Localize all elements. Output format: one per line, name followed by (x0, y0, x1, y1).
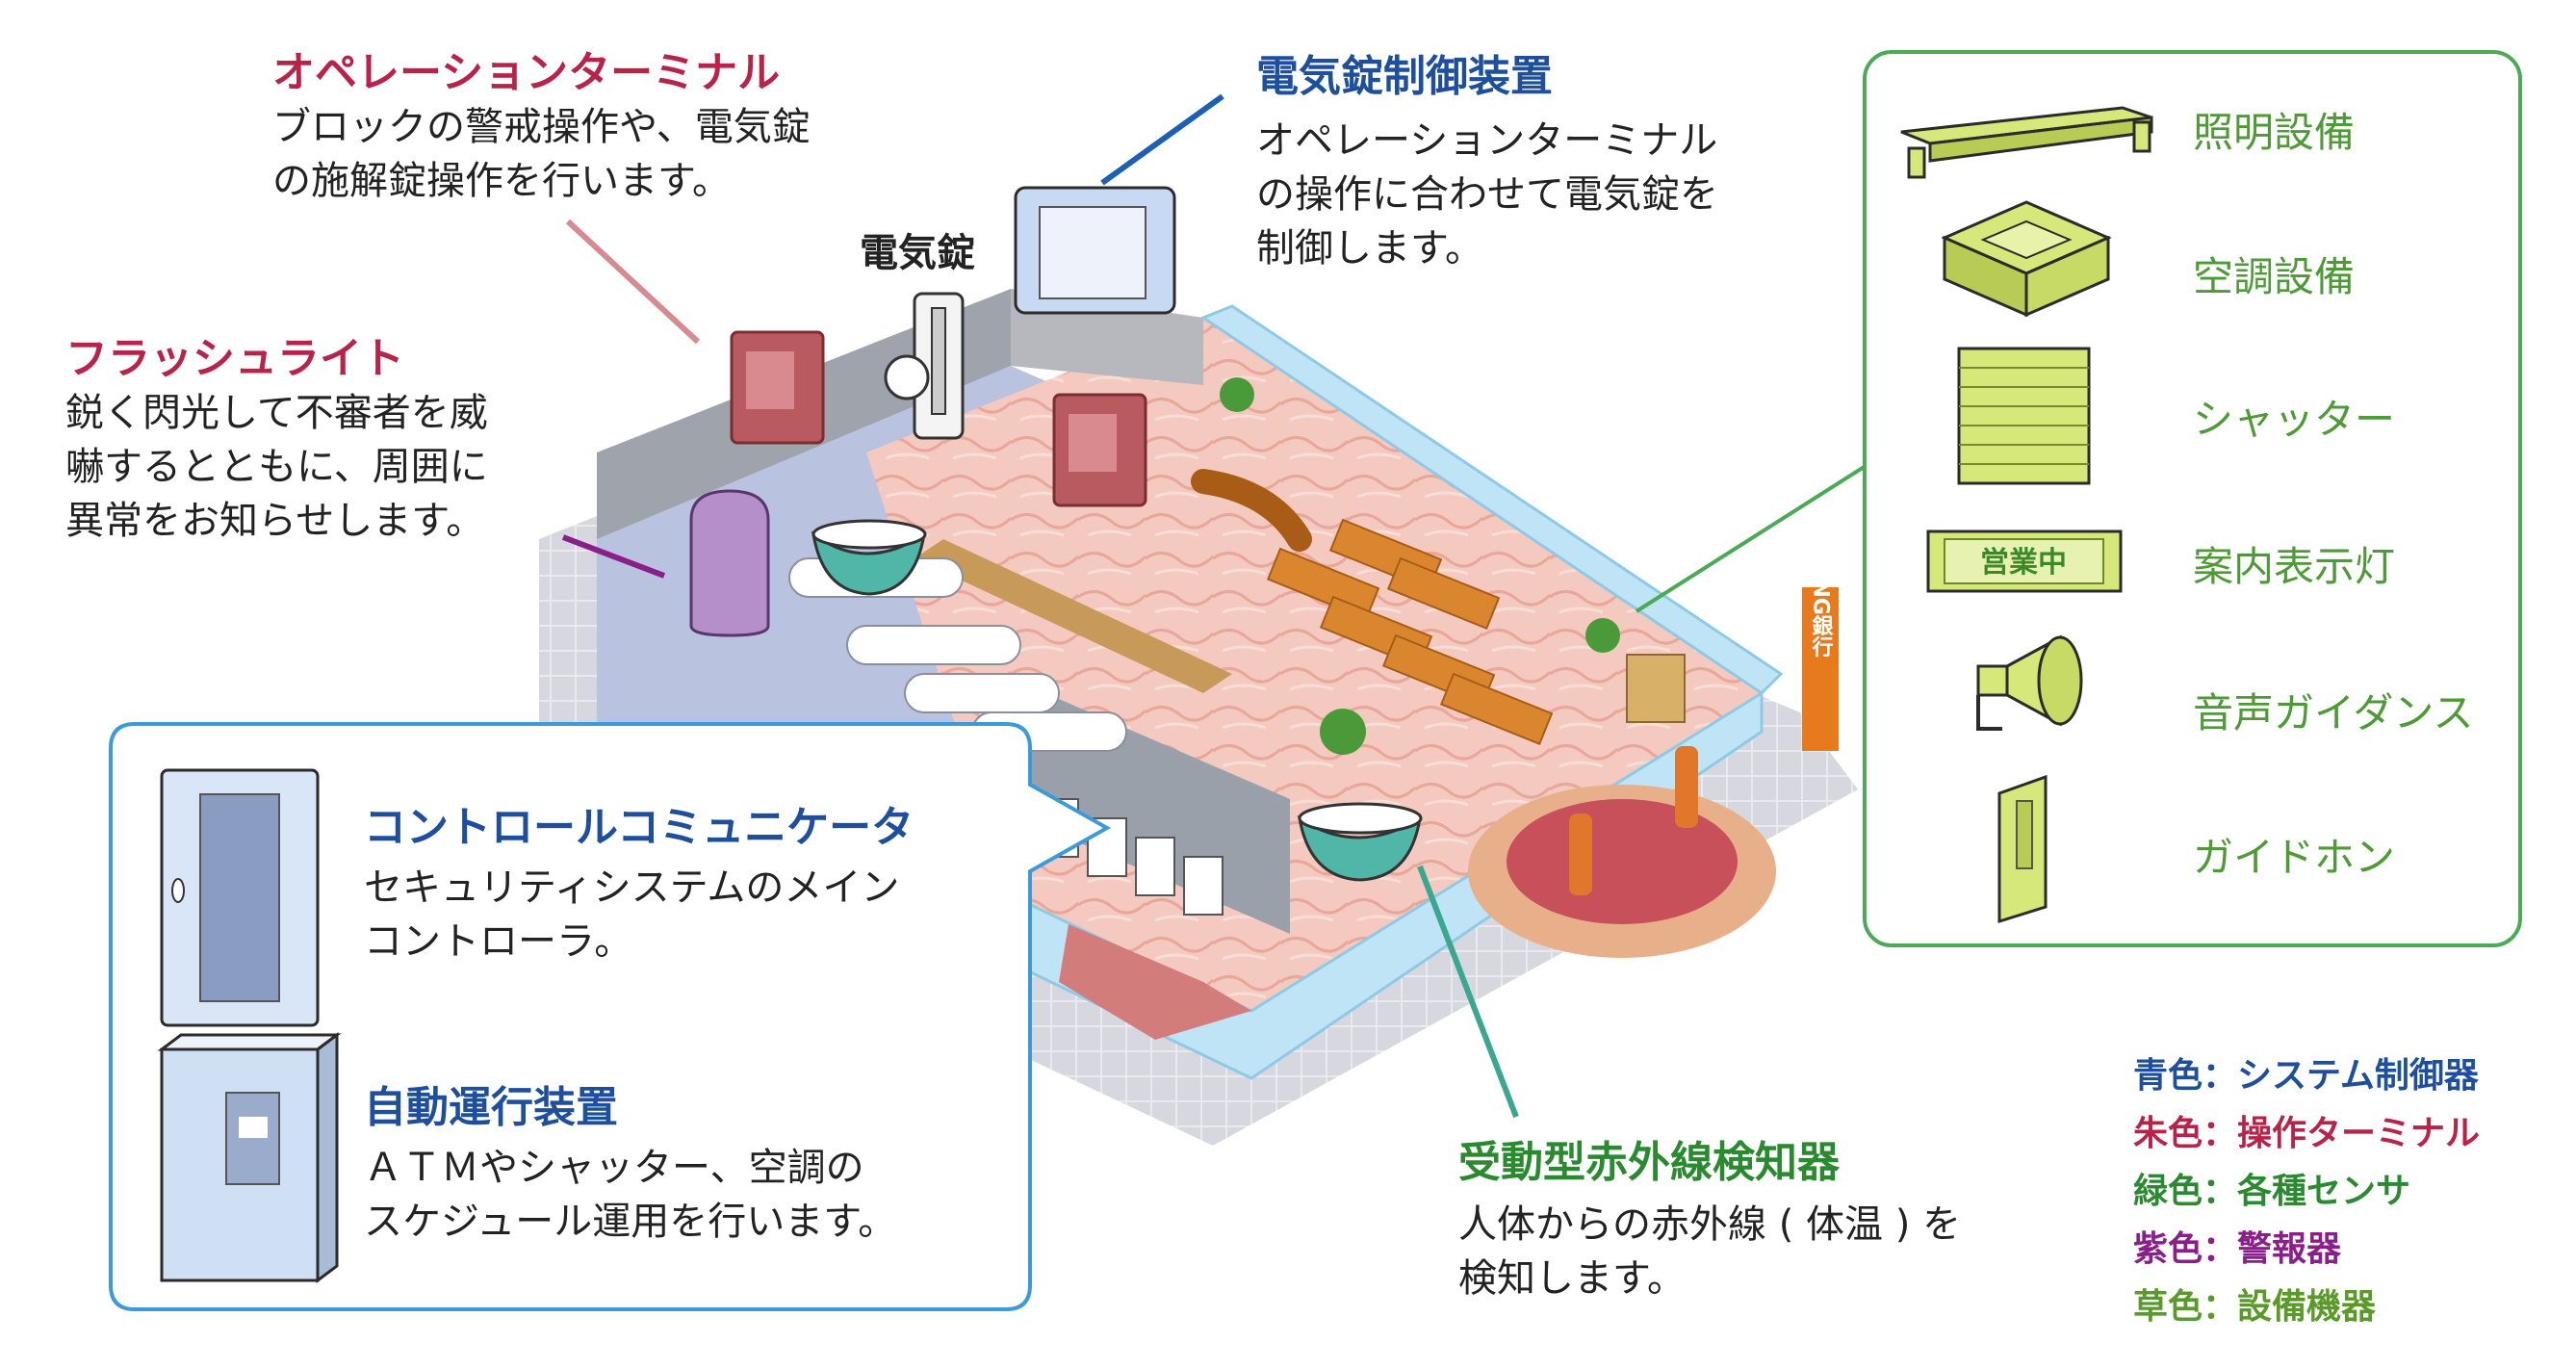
pir-detector-device-2 (1297, 802, 1423, 882)
color-legend: 青色：システム制御器 朱色：操作ターミナル 緑色：各種センサ 紫色：警報器 草色… (2133, 1047, 2480, 1336)
legend-item-purple: 紫色：警報器 (2133, 1229, 2342, 1269)
equipment-label-shutter: シャッター (2193, 396, 2396, 443)
leader-flash-light (561, 534, 666, 579)
electric-lock-controller-desc: オペレーションターミナル の操作に合わせて電気錠を 制御します。 (1256, 118, 1718, 271)
flash-light-device (689, 489, 770, 637)
label-auto-operation: 自動運行装置 ＡＴＭやシャッター、空調の スケジュール運用を行います。 (364, 1081, 896, 1249)
equipment-panel (1863, 50, 2522, 947)
flash-light-desc: 鋭く閃光して不審者を威 嚇するとともに、周囲に 異常をお知らせします。 (65, 391, 488, 543)
electric-lock-device (884, 292, 965, 440)
plant-atm (1320, 709, 1366, 755)
electric-lock-controller-title: 電気錠制御装置 (1256, 52, 1553, 101)
electric-lock-title: 電気錠 (860, 231, 975, 275)
auto-operation-device (157, 1032, 342, 1283)
label-pir-detector: 受動型赤外線検知器 人体からの赤外線 ( 体温 ) を 検知します。 (1458, 1136, 1961, 1305)
equipment-icons: 営業中 (1900, 106, 2153, 924)
flash-light-title: フラッシュライト (65, 334, 404, 383)
legend-item-green: 緑色：各種センサ (2133, 1172, 2411, 1211)
sign-light-text: 営業中 (1980, 546, 2067, 580)
ceiling-light-icon (1900, 106, 2153, 179)
operation-terminal-device (730, 330, 825, 445)
equipment-label-voice-guidance: 音声ガイダンス (2193, 689, 2474, 736)
leader-electric-lock-controller (1100, 93, 1224, 186)
air-conditioner-icon (1941, 200, 2112, 318)
lobby-benches (1191, 469, 1554, 746)
equipment-label-guide-light: 案内表示灯 (2193, 543, 2396, 590)
label-electric-lock-controller: 電気錠制御装置 オペレーションターミナル の操作に合わせて電気錠を 制御します。 (1256, 50, 1718, 275)
control-communicator-title: コントロールコミュニケータ (364, 803, 914, 852)
glass-wall-side (1199, 304, 1784, 695)
equipment-label-aircon: 空調設備 (2193, 253, 2356, 300)
operation-terminal-desc: ブロックの警戒操作や、電気錠 の施解錠操作を行います。 (272, 105, 811, 203)
legend-item-grass: 草色：設備機器 (2133, 1287, 2377, 1327)
equipment-label-lighting: 照明設備 (2193, 109, 2356, 156)
bank-sign-text: KING銀行 (1809, 555, 1835, 659)
control-communicator-device (160, 768, 320, 1027)
sign-light-icon: 営業中 (1926, 530, 2123, 593)
atm-carpet (1059, 924, 1251, 1040)
leader-operation-terminal (565, 219, 701, 345)
leader-pir-detector (1417, 865, 1519, 1119)
pir-detector-device (811, 519, 927, 596)
bank-sign: KING銀行 (1802, 555, 1839, 751)
label-operation-terminal: オペレーションターミナル ブロックの警戒操作や、電気錠 の施解錠操作を行います。 (272, 46, 811, 208)
teller-counter (914, 539, 1232, 693)
pir-detector-title: 受動型赤外線検知器 (1458, 1138, 1840, 1187)
operation-terminal-device-2 (1052, 393, 1147, 507)
pir-detector-desc: 人体からの赤外線 ( 体温 ) を 検知します。 (1458, 1202, 1962, 1301)
legend-item-red: 朱色：操作ターミナル (2133, 1114, 2481, 1153)
brochure-stand (1626, 654, 1686, 723)
leader-equipment (1635, 451, 1889, 613)
auto-operation-title: 自動運行装置 (364, 1083, 618, 1132)
auto-operation-desc: ＡＴＭやシャッター、空調の スケジュール運用を行います。 (364, 1146, 897, 1244)
equipment-label-guide-phone: ガイドホン (2193, 834, 2396, 881)
guide-phone-icon (1997, 774, 2048, 924)
plant-lobby (1585, 618, 1620, 653)
operation-terminal-title: オペレーションターミナル (272, 48, 781, 97)
electric-lock-controller-device (1014, 186, 1176, 315)
bollard-left (1569, 814, 1592, 895)
plant-back (1220, 377, 1254, 412)
shutter-icon (1957, 347, 2091, 485)
label-flash-light: フラッシュライト 鋭く閃光して不審者を威 嚇するとともに、周囲に 異常をお知らせ… (65, 332, 488, 548)
label-control-communicator: コントロールコミュニケータ セキュリティシステムのメイン コントローラ。 (364, 801, 914, 969)
entrance-mat (1507, 799, 1738, 924)
legend-item-blue: 青色：システム制御器 (2133, 1056, 2479, 1096)
loudspeaker-icon (1976, 634, 2083, 731)
bollard-right (1675, 746, 1698, 828)
control-communicator-desc: セキュリティシステムのメイン コントローラ。 (364, 865, 900, 964)
